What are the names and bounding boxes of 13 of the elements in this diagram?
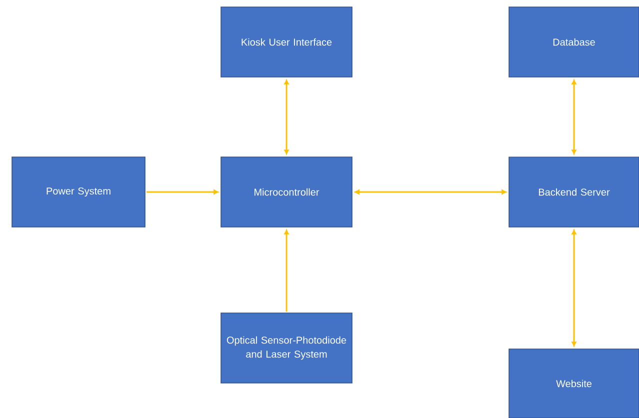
arrow — [572, 80, 576, 154]
arrow — [146, 190, 218, 194]
process-box: Microcontroller — [220, 156, 352, 228]
process-box: Kiosk User Interface — [220, 6, 352, 78]
arrow — [354, 190, 506, 194]
process-box: Database — [508, 6, 639, 78]
arrow — [572, 230, 576, 346]
process-box: Website — [508, 348, 639, 418]
process-box: Backend Server — [508, 156, 639, 228]
arrow — [284, 230, 289, 312]
arrow — [284, 80, 289, 154]
process-box: Optical Sensor-Photodiode and Laser System — [220, 312, 352, 384]
process-box: Power System — [12, 156, 146, 228]
